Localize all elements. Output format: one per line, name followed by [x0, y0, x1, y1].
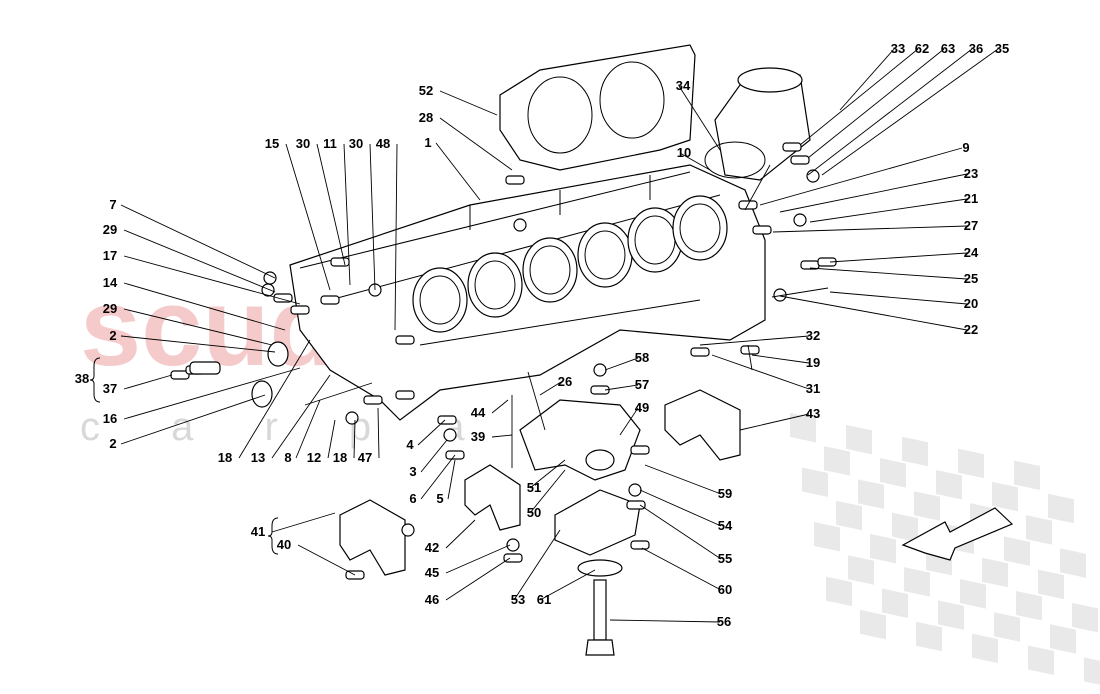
part-label: 41	[251, 524, 265, 539]
part-label: 16	[103, 411, 117, 426]
part-label: 60	[718, 582, 732, 597]
oil-filter	[704, 67, 811, 181]
part-label: 6	[409, 491, 416, 506]
part-label: 42	[425, 540, 439, 555]
part-label: 37	[103, 381, 117, 396]
small-parts	[170, 142, 837, 580]
direction-arrow	[901, 507, 1014, 561]
bearing-cap-center	[464, 464, 521, 531]
brace-41-40	[267, 517, 279, 555]
part-label: 55	[718, 551, 732, 566]
part-label: 17	[103, 248, 117, 263]
part-label: 18	[218, 450, 232, 465]
part-label: 26	[558, 374, 572, 389]
part-label: 35	[995, 41, 1009, 56]
part-label: 43	[806, 406, 820, 421]
part-label: 8	[284, 450, 291, 465]
watermark-sub: c a r p a r t s	[80, 405, 752, 449]
part-label: 38	[75, 371, 89, 386]
part-label: 28	[419, 110, 433, 125]
part-label: 44	[471, 405, 486, 420]
part-label: 58	[635, 350, 649, 365]
part-label: 13	[251, 450, 265, 465]
leader-lines	[120, 48, 999, 623]
part-label: 10	[677, 145, 691, 160]
part-label: 63	[941, 41, 955, 56]
part-label: 25	[964, 271, 978, 286]
part-label: 54	[718, 518, 733, 533]
part-label: 46	[425, 592, 439, 607]
bearing-cap-right	[664, 389, 741, 461]
part-label: 20	[964, 296, 978, 311]
part-label: 4	[406, 437, 414, 452]
part-label: 36	[969, 41, 983, 56]
part-label: 5	[436, 491, 443, 506]
part-label: 2	[109, 436, 116, 451]
part-label: 29	[103, 222, 117, 237]
part-label: 45	[425, 565, 439, 580]
engine-mount	[519, 399, 641, 656]
part-label: 11	[323, 136, 337, 151]
part-label: 48	[376, 136, 390, 151]
part-label: 50	[527, 505, 541, 520]
part-label: 47	[358, 450, 372, 465]
part-label: 57	[635, 377, 649, 392]
part-label: 51	[527, 480, 541, 495]
head-gasket	[499, 44, 696, 171]
part-label: 19	[806, 355, 820, 370]
part-label: 56	[717, 614, 731, 629]
brace-38-37	[89, 357, 101, 403]
part-label: 22	[964, 322, 978, 337]
part-label: 7	[109, 197, 116, 212]
part-label: 14	[103, 275, 118, 290]
part-label: 18	[333, 450, 347, 465]
part-label: 30	[296, 136, 310, 151]
part-label: 1	[424, 135, 431, 150]
part-label: 15	[265, 136, 279, 151]
part-label: 24	[964, 245, 979, 260]
part-label: 12	[307, 450, 321, 465]
part-label: 2	[109, 328, 116, 343]
part-label: 21	[964, 191, 978, 206]
part-label: 30	[349, 136, 363, 151]
part-label: 29	[103, 301, 117, 316]
part-label: 39	[471, 429, 485, 444]
bearing-cap-left	[339, 499, 406, 576]
part-label: 40	[277, 537, 291, 552]
part-label: 53	[511, 592, 525, 607]
part-label: 3	[409, 464, 416, 479]
part-label: 32	[806, 328, 820, 343]
part-label: 61	[537, 592, 551, 607]
part-label: 27	[964, 218, 978, 233]
part-label: 34	[676, 78, 691, 93]
part-label: 59	[718, 486, 732, 501]
part-label: 62	[915, 41, 929, 56]
engine-block	[289, 164, 766, 421]
part-label: 9	[962, 140, 969, 155]
part-label: 33	[891, 41, 905, 56]
part-label: 49	[635, 400, 649, 415]
part-label: 31	[806, 381, 820, 396]
part-label: 23	[964, 166, 978, 181]
part-label: 52	[419, 83, 433, 98]
